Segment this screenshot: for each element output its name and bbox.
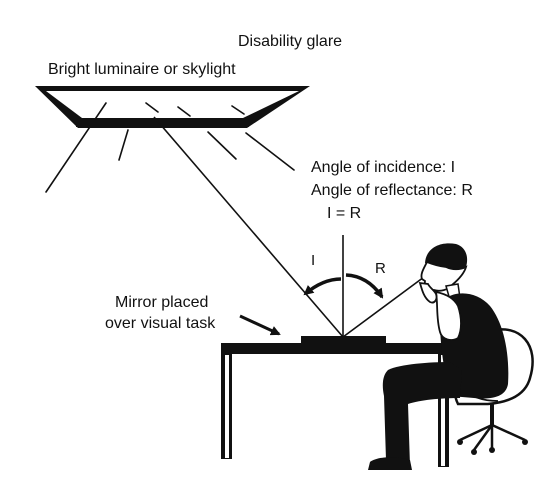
angle-r-label: R (375, 260, 386, 277)
light-rays (45, 102, 295, 193)
angle-r-arc (345, 273, 384, 299)
reflected-ray (342, 276, 425, 338)
desk (221, 343, 460, 467)
angle-i-arc (303, 277, 342, 296)
equation-label: I = R (327, 205, 362, 222)
incidence-label: Angle of incidence: I (311, 159, 456, 176)
mirror-label-line1: Mirror placed (115, 294, 209, 311)
seated-person (368, 243, 509, 470)
mirror-pointer-arrow (239, 314, 281, 336)
angle-i-label: I (311, 252, 316, 269)
incident-ray (153, 116, 344, 338)
reflectance-label: Angle of reflectance: R (311, 182, 473, 199)
luminaire-label: Bright luminaire or skylight (48, 61, 236, 78)
diagram-title: Disability glare (238, 33, 343, 50)
mirror-label-line2: over visual task (105, 315, 216, 332)
luminaire-icon (35, 86, 310, 128)
mirror (301, 336, 386, 343)
